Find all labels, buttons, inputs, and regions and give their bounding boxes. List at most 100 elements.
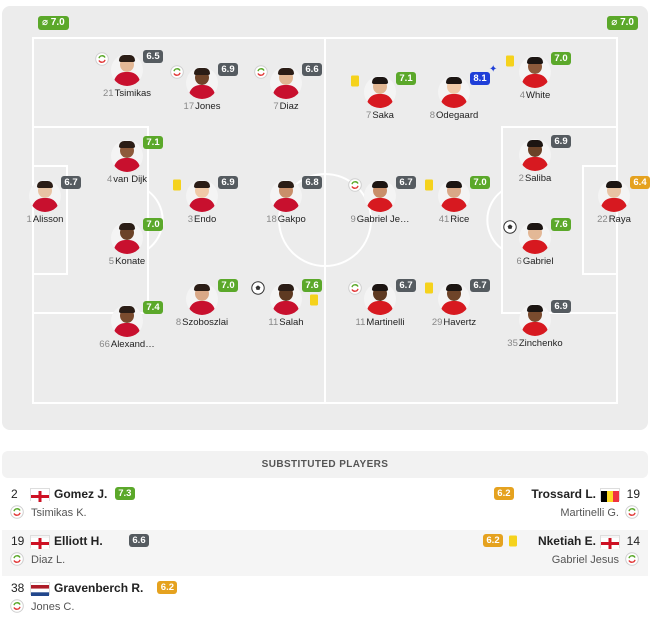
player-number: 8	[175, 317, 182, 328]
player-avatar	[438, 180, 470, 212]
yellow-card-icon	[422, 281, 436, 295]
player-rating: 6.9	[218, 63, 238, 76]
player-number: 9	[350, 214, 356, 225]
flag-belgium-icon	[600, 488, 620, 502]
sub-in-name[interactable]: Elliott H.	[54, 534, 103, 548]
player-name-label: 66Alexand…	[82, 339, 172, 350]
player-name: van Dijk	[113, 174, 148, 185]
player-rating: 8.1	[470, 72, 490, 85]
player-rating: 7.6	[551, 218, 571, 231]
sub-in-rating: 7.3	[114, 487, 135, 500]
player-number: 4	[519, 90, 525, 101]
player-name: Zinchenko	[518, 338, 563, 349]
player-name: Saliba	[524, 173, 552, 184]
sub-in-name[interactable]: Trossard L.	[531, 487, 596, 501]
player-name: Rice	[450, 214, 470, 225]
away-player[interactable]: 6.7 29Havertz	[409, 279, 499, 328]
player-rating: 6.4	[630, 176, 650, 189]
player-name: Alexand…	[110, 339, 155, 350]
player-rating: 6.7	[61, 176, 81, 189]
away-average-rating: ⌀ 7.0	[607, 16, 638, 30]
sub-in-name[interactable]: Gomez J.	[54, 487, 108, 501]
player-name-label: 22Raya	[569, 214, 650, 225]
player-number: 11	[355, 317, 366, 328]
sub-out-name: Diaz L.	[31, 554, 66, 566]
sub-in-rating: 6.6	[129, 534, 149, 547]
flag-england-icon	[30, 535, 50, 549]
goal-icon	[251, 281, 265, 295]
sub-out-name: Gabriel Jesus	[551, 554, 619, 566]
player-rating: 6.7	[470, 279, 490, 292]
player-number: 7	[273, 101, 279, 112]
player-name-label: 4White	[490, 90, 580, 101]
player-name: Salah	[279, 317, 304, 328]
player-avatar	[519, 222, 551, 254]
player-avatar	[519, 56, 551, 88]
player-name-label: 11Salah	[241, 317, 331, 328]
home-player[interactable]: 7.1 4van Dijk	[82, 136, 172, 185]
player-avatar	[111, 222, 143, 254]
player-number: 8	[429, 110, 436, 121]
yellow-card-icon	[503, 54, 517, 68]
player-rating: 6.6	[302, 63, 322, 76]
player-name-label: 2Saliba	[490, 173, 580, 184]
sub-in-name[interactable]: Nketiah E.	[537, 534, 596, 548]
player-avatar	[519, 139, 551, 171]
away-player[interactable]: 7.6 6Gabriel	[490, 218, 580, 267]
sub-in-rating: 6.2	[483, 534, 503, 547]
player-name: Raya	[608, 214, 631, 225]
player-avatar	[111, 54, 143, 86]
player-rating: 7.0	[470, 176, 490, 189]
player-number: 35	[507, 338, 518, 349]
player-rating: 7.0	[143, 218, 163, 231]
substituted-players-header: SUBSTITUTED PLAYERS	[2, 451, 648, 478]
player-name-label: 6Gabriel	[490, 256, 580, 267]
player-avatar	[270, 180, 302, 212]
player-name-label: 35Zinchenko	[490, 338, 580, 349]
away-player[interactable]: 6.4 22Raya	[569, 176, 650, 225]
yellow-card-icon	[307, 293, 321, 307]
flag-england-icon	[600, 535, 620, 549]
pitch-lines	[32, 37, 618, 404]
player-avatar	[364, 283, 396, 315]
home-average-rating: ⌀ 7.0	[38, 16, 69, 30]
player-number: 2	[518, 173, 524, 184]
player-number: 3	[187, 214, 194, 225]
sub-out-name: Martinelli G.	[560, 507, 619, 519]
sub-out-icon	[95, 52, 109, 66]
sub-out-name: Jones C.	[31, 601, 75, 613]
player-name: Saka	[372, 110, 394, 121]
player-name: Havertz	[443, 317, 477, 328]
flag-england-icon	[30, 488, 50, 502]
player-name: Gabriel	[522, 256, 554, 267]
sub-out-icon	[254, 65, 268, 79]
sub-in-name[interactable]: Gravenberch R.	[54, 581, 144, 595]
player-rating: 7.1	[143, 136, 163, 149]
player-name: Martinelli	[366, 317, 405, 328]
away-player[interactable]: 8.1✦8Odegaard	[409, 64, 499, 121]
player-number: 5	[108, 256, 115, 267]
player-number: 4	[106, 174, 113, 185]
sub-out-icon	[348, 178, 362, 192]
player-name: Gakpo	[277, 214, 306, 225]
player-number: 29	[431, 317, 443, 328]
